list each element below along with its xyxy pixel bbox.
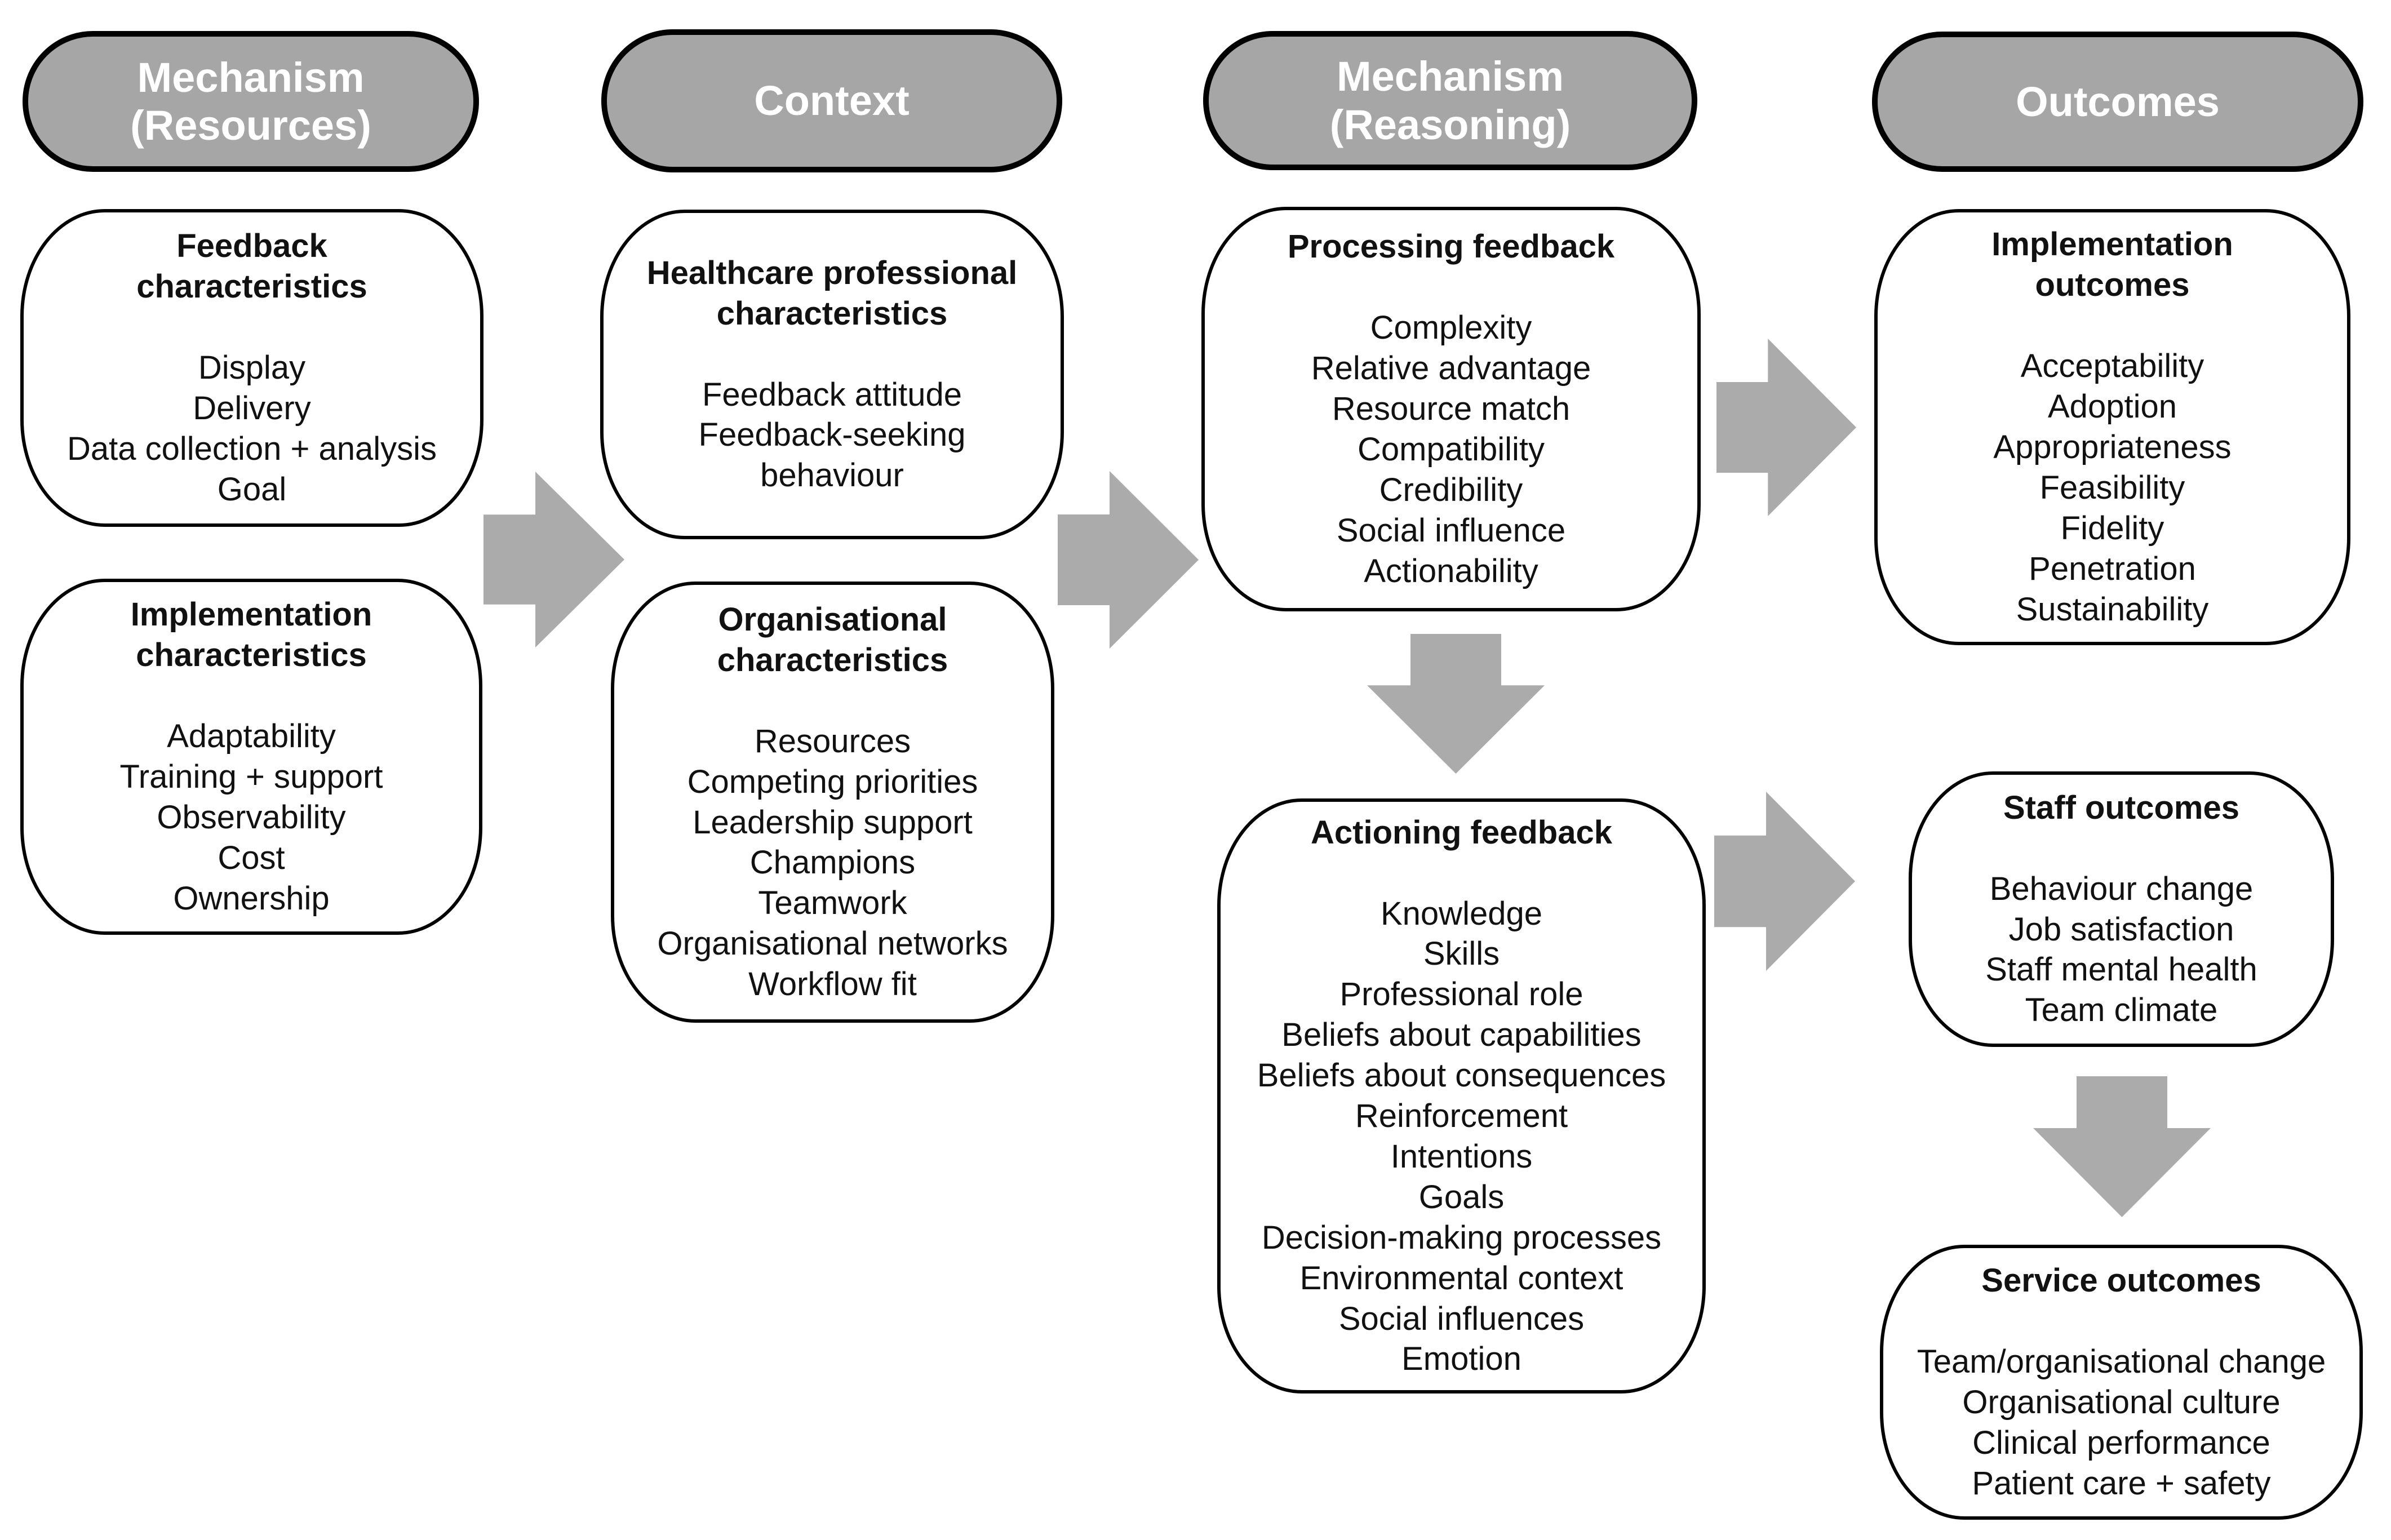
header-label: Mechanism (Resources) xyxy=(130,54,371,149)
list-item: Team climate xyxy=(2025,992,2218,1029)
list-item: Emotion xyxy=(1401,1341,1521,1378)
list-item: Feasibility xyxy=(2039,469,2185,506)
header-label: Mechanism (Reasoning) xyxy=(1329,53,1571,148)
box-title: Actioning feedback xyxy=(1311,814,1612,851)
box-title: Feedback characteristics xyxy=(136,228,367,305)
list-item: Job satisfaction xyxy=(2008,911,2234,948)
list-item: Patient care + safety xyxy=(1972,1464,2271,1502)
list-item: Relative advantage xyxy=(1311,350,1591,387)
header-pill-context: Context xyxy=(601,29,1062,172)
list-item: Professional role xyxy=(1339,976,1583,1013)
list-item: Social influences xyxy=(1338,1300,1585,1337)
list-item: Workflow fit xyxy=(748,966,917,1003)
header-pill-mechanism-resources: Mechanism (Resources) xyxy=(23,31,479,172)
arrow-down-staff-to-service-outcomes-icon xyxy=(2033,1076,2211,1217)
list-item: Training + support xyxy=(119,758,383,796)
list-item: Organisational networks xyxy=(657,925,1008,962)
arrow-down-processing-to-actioning-icon xyxy=(1367,634,1545,774)
list-item: Appropriateness xyxy=(1993,429,2232,466)
list-item: Credibility xyxy=(1379,471,1523,508)
list-item: Resource match xyxy=(1332,390,1571,428)
list-item: Staff mental health xyxy=(1985,951,2257,988)
arrow-right-actioning-to-staff-outcomes-icon xyxy=(1714,792,1855,971)
list-item: Goal xyxy=(217,471,287,508)
list-item: Adoption xyxy=(2048,388,2177,425)
list-item: Team/organisational change xyxy=(1917,1343,2326,1381)
list-item: Fidelity xyxy=(2060,509,2164,547)
box-implementation-characteristics: Implementation characteristics Adaptabil… xyxy=(20,579,482,935)
list-item: Complexity xyxy=(1370,309,1532,347)
arrow-right-resources-to-context-icon xyxy=(483,472,624,647)
box-title: Organisational characteristics xyxy=(717,601,948,678)
list-item: Goals xyxy=(1418,1178,1505,1215)
list-item: Knowledge xyxy=(1380,895,1542,932)
list-item: Actionability xyxy=(1364,552,1538,589)
list-item: Data collection + analysis xyxy=(66,430,437,467)
list-item: Decision-making processes xyxy=(1261,1219,1662,1256)
list-item: Sustainability xyxy=(2016,591,2209,628)
list-item: Observability xyxy=(157,798,346,836)
header-label: Outcomes xyxy=(2016,78,2220,125)
box-title: Service outcomes xyxy=(1981,1262,2261,1299)
box-title: Staff outcomes xyxy=(2003,789,2239,826)
list-item: Cost xyxy=(218,839,285,876)
box-title: Processing feedback xyxy=(1287,228,1615,265)
box-healthcare-professional-characteristics: Healthcare professional characteristics … xyxy=(600,210,1064,539)
list-item: Feedback attitude xyxy=(702,376,962,413)
list-item: Display xyxy=(198,349,306,387)
header-pill-outcomes: Outcomes xyxy=(1872,32,2363,172)
list-item: Delivery xyxy=(193,390,311,427)
list-item: Skills xyxy=(1423,935,1500,973)
list-item: Adaptability xyxy=(167,718,336,755)
list-item: Organisational culture xyxy=(1962,1384,2281,1421)
box-title: Healthcare professional characteristics xyxy=(646,254,1018,332)
arrow-right-context-to-reasoning-icon xyxy=(1058,471,1199,649)
list-item: Competing priorities xyxy=(687,763,978,800)
list-item: Ownership xyxy=(173,880,330,917)
list-item: Beliefs about capabilities xyxy=(1281,1017,1642,1054)
list-item: Clinical performance xyxy=(1972,1424,2270,1461)
list-item: Feedback-seeking behaviour xyxy=(698,416,966,494)
list-item: Beliefs about consequences xyxy=(1257,1057,1666,1094)
list-item: Reinforcement xyxy=(1355,1098,1568,1135)
header-label: Context xyxy=(754,77,910,125)
list-item: Teamwork xyxy=(758,885,907,922)
list-item: Acceptability xyxy=(2020,348,2204,385)
list-item: Intentions xyxy=(1390,1138,1533,1175)
list-item: Champions xyxy=(749,844,916,881)
header-pill-mechanism-reasoning: Mechanism (Reasoning) xyxy=(1203,31,1697,170)
list-item: Social influence xyxy=(1336,512,1566,549)
box-service-outcomes: Service outcomes Team/organisational cha… xyxy=(1880,1245,2363,1520)
list-item: Environmental context xyxy=(1299,1259,1623,1297)
list-item: Behaviour change xyxy=(1989,870,2254,907)
box-title: Implementation outcomes xyxy=(1991,226,2233,304)
list-item: Leadership support xyxy=(693,804,973,841)
box-organisational-characteristics: Organisational characteristics Resources… xyxy=(611,582,1054,1023)
arrow-right-processing-to-implementation-outcomes-icon xyxy=(1716,339,1856,516)
list-item: Penetration xyxy=(2029,550,2196,587)
box-title: Implementation characteristics xyxy=(130,596,372,674)
list-item: Resources xyxy=(754,722,911,760)
list-item: Compatibility xyxy=(1357,431,1545,468)
